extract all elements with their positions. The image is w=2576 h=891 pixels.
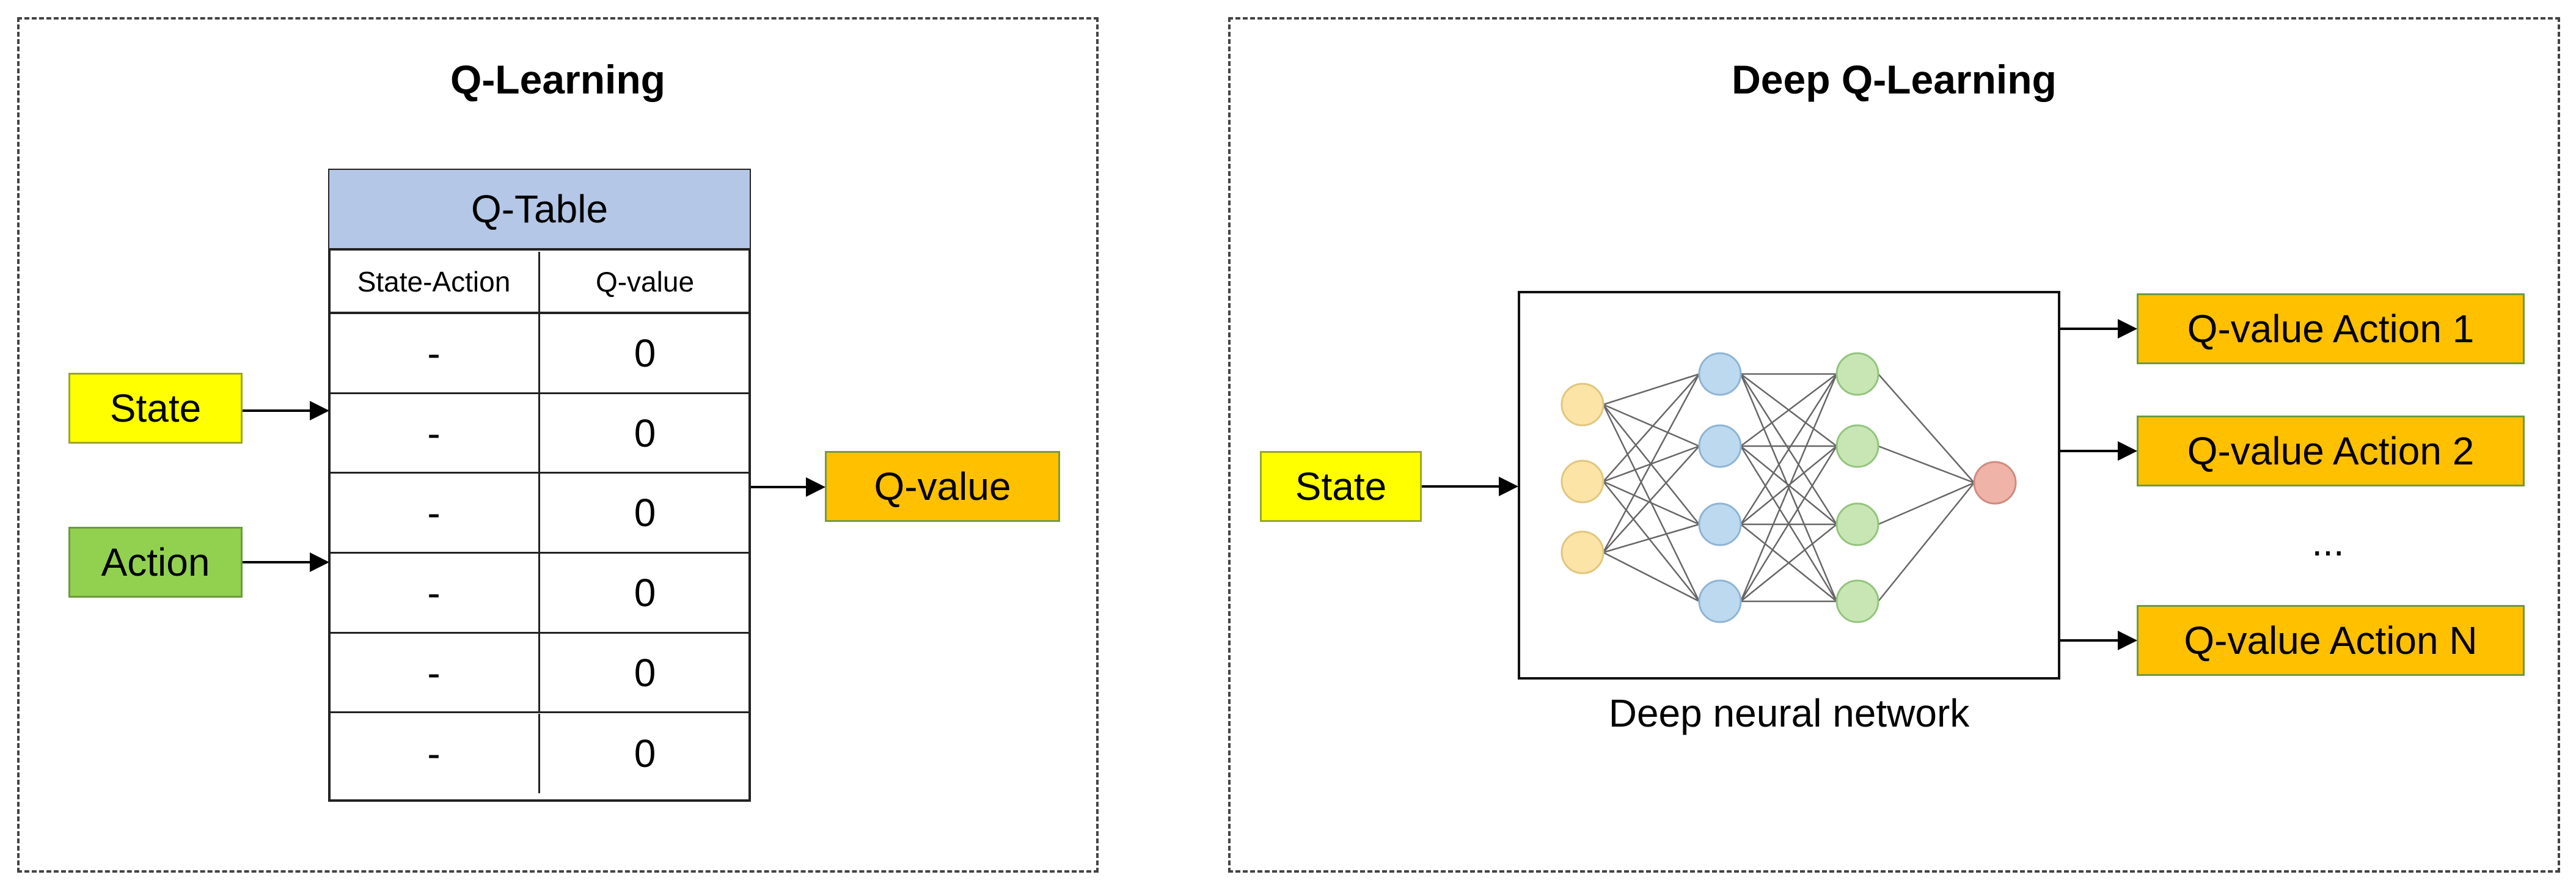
q-value-action-2-box: Q-value Action 2 xyxy=(2137,416,2525,486)
input-node xyxy=(1561,530,1605,574)
q-value-output-box: Q-value xyxy=(825,451,1060,522)
q-table-cell-state-action: - xyxy=(329,633,540,714)
network-edge xyxy=(1740,524,1837,602)
deep-q-learning-title: Deep Q-Learning xyxy=(1732,57,2057,102)
network-edge xyxy=(1603,551,1700,603)
q-value-action-1-box: Q-value Action 1 xyxy=(2137,293,2525,364)
input-node xyxy=(1561,460,1605,504)
hidden-node-layer-1 xyxy=(1698,352,1742,396)
q-table-title: Q-Table xyxy=(329,170,750,251)
state-input-box: State xyxy=(68,373,243,444)
action-input-box: Action xyxy=(68,527,243,598)
network-edge xyxy=(1740,446,1837,525)
hidden-node-layer-2 xyxy=(1835,424,1879,468)
network-edge xyxy=(1603,446,1700,553)
q-learning-title: Q-Learning xyxy=(450,57,665,102)
q-table-cell-state-action: - xyxy=(329,314,540,394)
outputs-ellipsis: ... xyxy=(2311,520,2344,564)
q-table-cell-q-value: 0 xyxy=(540,474,750,554)
network-edge xyxy=(1603,523,1700,554)
hidden-node-layer-2 xyxy=(1835,579,1879,623)
network-edge xyxy=(1602,373,1700,553)
output-node xyxy=(1973,461,2017,505)
q-table-cell-state-action: - xyxy=(329,394,540,474)
q-table-cell-q-value: 0 xyxy=(540,314,750,394)
hidden-node-layer-2 xyxy=(1835,502,1879,546)
q-table-cell-state-action: - xyxy=(329,554,540,634)
network-edge xyxy=(1603,481,1700,602)
network-edge xyxy=(1603,480,1700,526)
dqn-state-input-box: State xyxy=(1260,451,1422,522)
q-value-action-n-box: Q-value Action N xyxy=(2137,605,2525,676)
network-edge xyxy=(1603,373,1700,482)
network-edge xyxy=(1878,373,1975,483)
q-table-cell-q-value: 0 xyxy=(540,394,750,474)
network-edge xyxy=(1878,445,1975,484)
hidden-node-layer-1 xyxy=(1698,579,1742,623)
network-edge xyxy=(1740,373,1837,447)
deep-neural-network-box xyxy=(1518,291,2060,680)
q-learning-panel xyxy=(17,17,1099,873)
q-table-cell-q-value: 0 xyxy=(540,554,750,634)
network-edge xyxy=(1603,373,1700,406)
neural-network-graph xyxy=(1561,352,2017,623)
q-table-cell-state-action: - xyxy=(329,474,540,554)
network-edge xyxy=(1740,446,1838,602)
q-table-cell-q-value: 0 xyxy=(540,634,750,714)
input-node xyxy=(1561,383,1605,427)
network-edge xyxy=(1603,403,1700,447)
hidden-node-layer-1 xyxy=(1698,424,1742,468)
network-edge xyxy=(1878,482,1975,602)
deep-neural-network-label: Deep neural network xyxy=(1608,691,1970,735)
hidden-node-layer-1 xyxy=(1698,502,1742,546)
q-table-header-q-value: Q-value xyxy=(540,252,750,314)
deep-q-learning-panel xyxy=(1228,17,2560,873)
network-edge xyxy=(1878,482,1975,526)
network-edge xyxy=(1740,373,1838,602)
q-table-cell-q-value: 0 xyxy=(634,731,656,776)
q-table-cell-state-action: - xyxy=(329,713,540,794)
network-edge xyxy=(1740,373,1838,525)
hidden-node-layer-2 xyxy=(1835,352,1879,396)
q-table-header-state-action: State-Action xyxy=(329,252,540,314)
